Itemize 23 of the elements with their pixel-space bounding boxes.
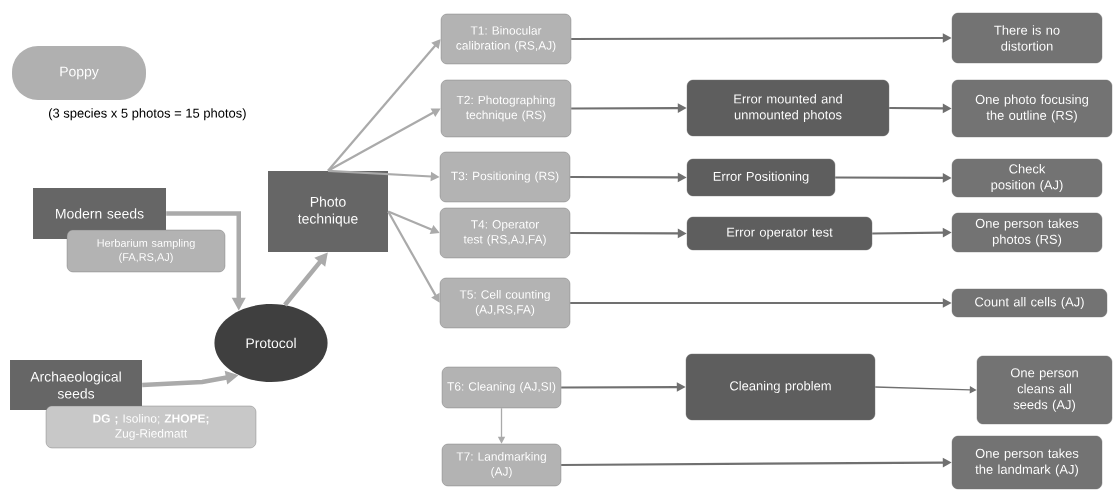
- source-box: Archaeological seeds: [10, 360, 142, 410]
- error-box: Error operator test: [686, 216, 873, 251]
- result-box: Count all cells (AJ): [951, 288, 1108, 318]
- result-box: One person cleans all seeds (AJ): [976, 355, 1113, 425]
- task-box: T3: Positioning (RS): [439, 151, 571, 203]
- result-box: There is no distortion: [951, 12, 1103, 64]
- caption-text: (3 species x 5 photos = 15 photos): [49, 108, 246, 121]
- task-box: T1: Binocular calibration (RS,AJ): [440, 13, 572, 65]
- process-box: Photo technique: [268, 171, 388, 252]
- result-box: Check position (AJ): [951, 158, 1103, 198]
- task-box: T2: Photographing technique (RS): [440, 79, 572, 138]
- task-box: T6: Cleaning (AJ,SI): [441, 366, 562, 409]
- task-box: T4: Operator test (RS,AJ,FA): [439, 207, 571, 259]
- error-box: Error Positioning: [686, 158, 836, 197]
- result-box: One person takes photos (RS): [951, 212, 1103, 253]
- error-box: Cleaning problem: [685, 353, 876, 421]
- result-box: One photo focusing the outline (RS): [951, 79, 1113, 138]
- task-box: T5: Cell counting (AJ,RS,FA): [439, 277, 571, 329]
- arrow: [327, 39, 441, 172]
- task-box: T7: Landmarking (AJ): [441, 443, 562, 487]
- note-box: Herbarium sampling (FA,RS,AJ): [66, 229, 226, 273]
- result-box: One person takes the landmark (AJ): [951, 435, 1103, 490]
- error-box: Error mounted and unmounted photos: [686, 79, 890, 137]
